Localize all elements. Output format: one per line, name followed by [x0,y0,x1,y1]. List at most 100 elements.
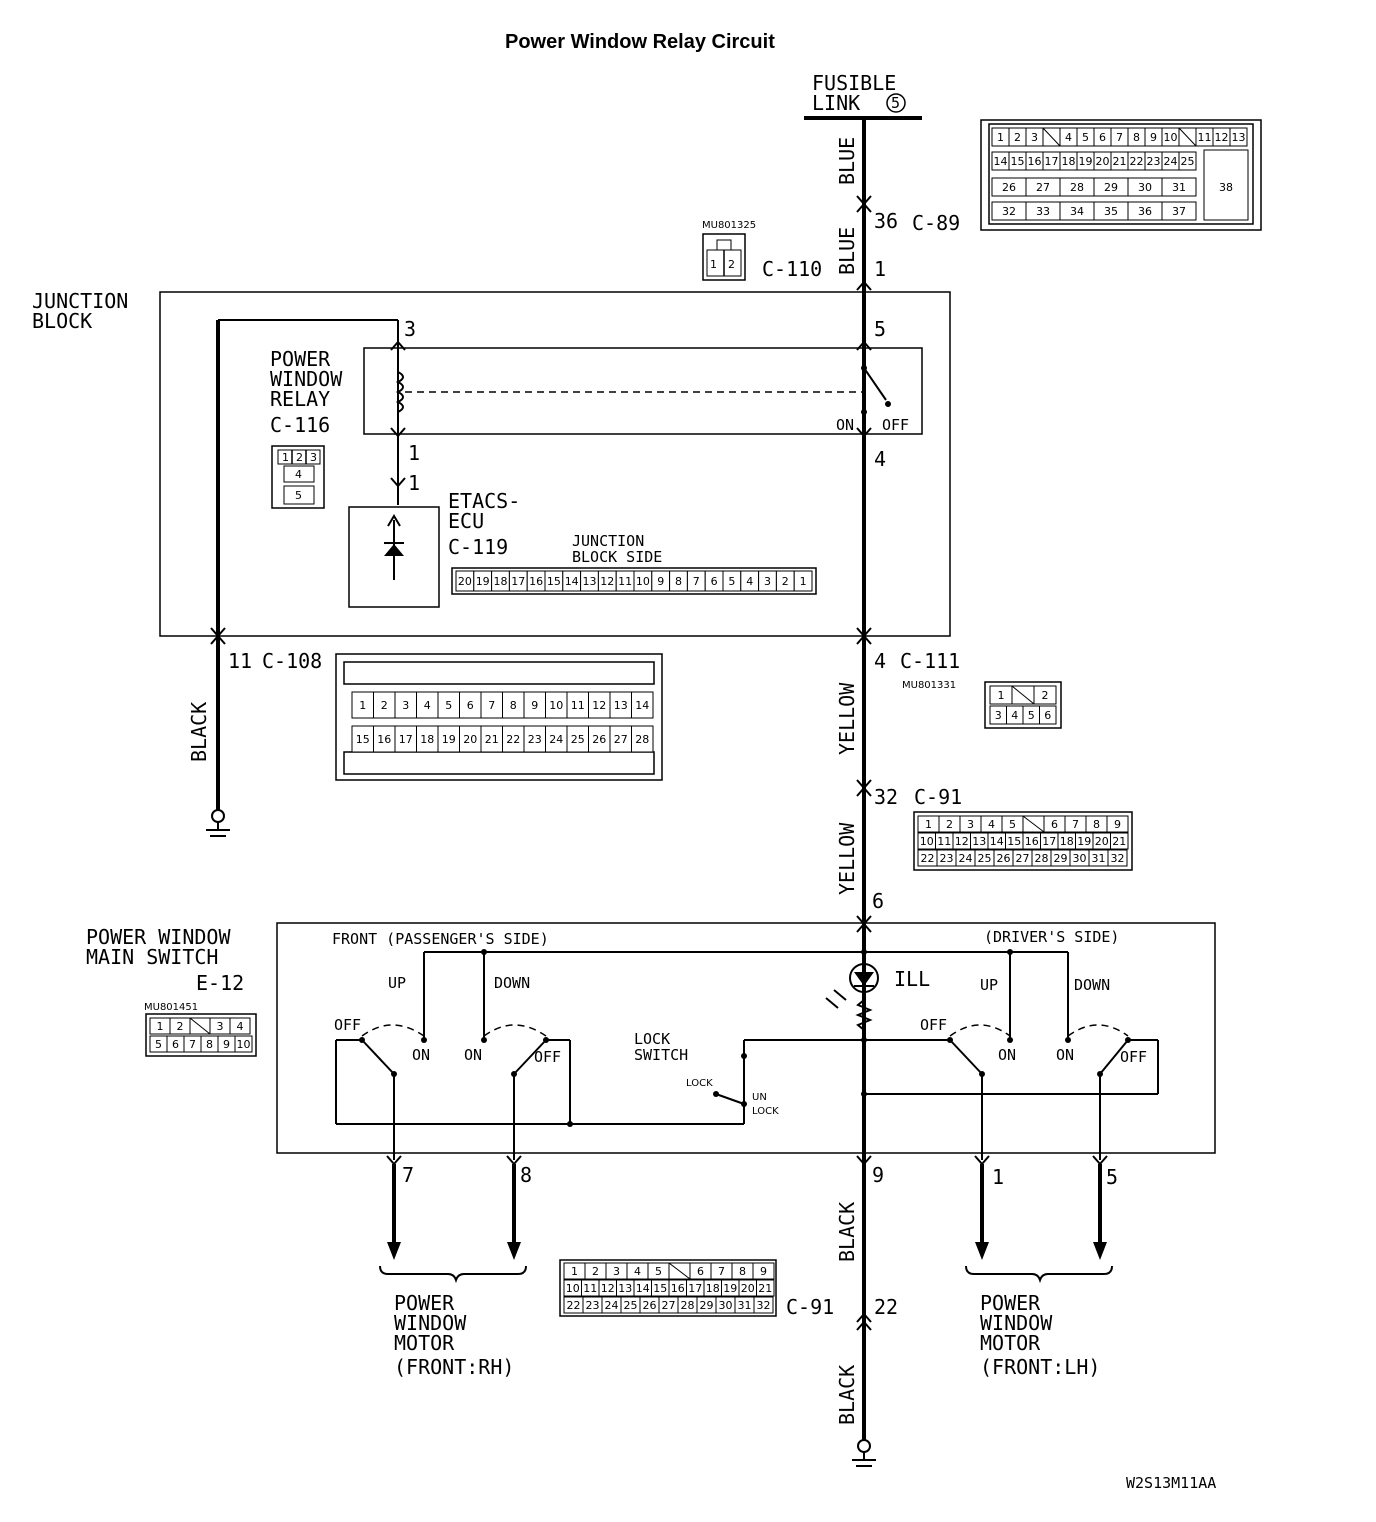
pin-number: 5 [728,575,735,588]
pin-cell [1161,177,1197,197]
lh-up-label: UP [980,976,998,994]
motor-rh-label-4: (FRONT:RH) [394,1355,514,1379]
main-switch-pin7: 7 [402,1163,414,1187]
pin-cell [1161,201,1197,221]
pin-number: 26 [1002,181,1016,194]
lh-down-off-label: OFF [1120,1048,1147,1066]
pin-number: 11 [618,575,632,588]
main-switch-pin1: 1 [992,1165,1004,1189]
pin-number: 9 [531,699,538,712]
pin-cell [1039,705,1057,725]
pin-number: 17 [688,1282,702,1295]
pin-number: 14 [565,575,579,588]
pin-number: 30 [719,1299,733,1312]
jb-pin3: 3 [404,317,416,341]
pin-number: 4 [988,818,995,831]
pin-number: 25 [1181,155,1195,168]
pin-number: 16 [377,733,391,746]
e12-code: E-12 [196,971,244,995]
pin-number: 4 [746,575,753,588]
pin-number: 22 [567,1299,581,1312]
pin-number: 5 [1082,131,1089,144]
pin-number: 7 [1116,131,1123,144]
pin-number: 25 [624,1299,638,1312]
pin-number: 25 [978,852,992,865]
c108-pin: 11 [228,649,252,673]
pin-number: 7 [488,699,495,712]
output-arrows [379,1155,1113,1284]
lock-switch-label-2: SWITCH [634,1046,688,1064]
c111-pin: 4 [874,649,886,673]
pin-number: 2 [1042,689,1049,702]
pin-cell [756,1279,775,1297]
pin-number: 32 [1002,205,1016,218]
svg-text:4: 4 [295,468,302,481]
pin-cell [229,1017,251,1035]
pin-number: 14 [994,155,1008,168]
svg-text:1: 1 [282,451,289,464]
lock-label: LOCK [686,1078,713,1089]
relay-coil-symbol [395,371,404,413]
pin-number: 19 [1077,835,1091,848]
blank-pin-mark [189,1017,211,1035]
pin-number: 16 [529,575,543,588]
pin-number: 6 [1099,131,1106,144]
fusible-link-label-2: LINK [812,91,860,115]
pin-number: 20 [458,575,472,588]
c110-connector-face: MU801325 1 2 [702,220,756,281]
c89-big-pin: 38 [1219,181,1233,194]
junction-block-label-1: JUNCTION [32,289,128,313]
pin-number: 1 [157,1020,164,1033]
pin-number: 15 [547,575,561,588]
pin-number: 12 [592,699,606,712]
rh-up-label: UP [388,974,406,992]
main-switch-pin8: 8 [520,1163,532,1187]
etacs-label-2: ECU [448,509,484,533]
wire-color-blue-1: BLUE [835,137,859,185]
fusible-link: FUSIBLE LINK 5 [804,71,922,120]
rh-up-on-label: ON [412,1046,430,1064]
c119-code: C-119 [448,535,508,559]
etacs-ecu-box [348,506,440,608]
pin-number: 19 [476,575,490,588]
pin-number: 2 [381,699,388,712]
pin-number: 8 [675,575,682,588]
pin-number: 6 [467,699,474,712]
relay-contact-blade [863,367,887,401]
pin-number: 4 [1065,131,1072,144]
c111-code: C-111 [900,649,960,673]
pin-number: 16 [671,1282,685,1295]
c91-bottom-pin: 22 [874,1295,898,1319]
pin-number: 23 [528,733,542,746]
pin-number: 13 [1232,131,1246,144]
c91-top-pin: 32 [874,785,898,809]
pin-number: 10 [237,1038,251,1051]
pin-number: 6 [1044,709,1051,722]
pin-number: 27 [1016,852,1030,865]
pin-number: 25 [571,733,585,746]
etacs-diode-symbol [384,514,404,580]
pin-number: 12 [600,575,614,588]
pin-number: 24 [605,1299,619,1312]
pin-number: 37 [1172,205,1186,218]
main-switch-wiring [335,949,1159,1160]
c116-code: C-116 [270,413,330,437]
pin-number: 31 [738,1299,752,1312]
pin-cell [752,1262,775,1280]
c110-code: C-110 [762,257,822,281]
pin-number: 1 [571,1265,578,1278]
pin-number: 32 [1111,852,1125,865]
pin-number: 26 [643,1299,657,1312]
jb-side-label-2: BLOCK SIDE [572,548,662,566]
pin-number: 5 [155,1038,162,1051]
fusible-link-label-1: FUSIBLE [812,71,896,95]
pin-number: 19 [1079,155,1093,168]
pin-number: 3 [1031,131,1038,144]
wire-color-yellow-2: YELLOW [835,822,859,895]
c89-pin: 36 [874,209,898,233]
pin-number: 26 [592,733,606,746]
pin-cell [1229,127,1248,147]
